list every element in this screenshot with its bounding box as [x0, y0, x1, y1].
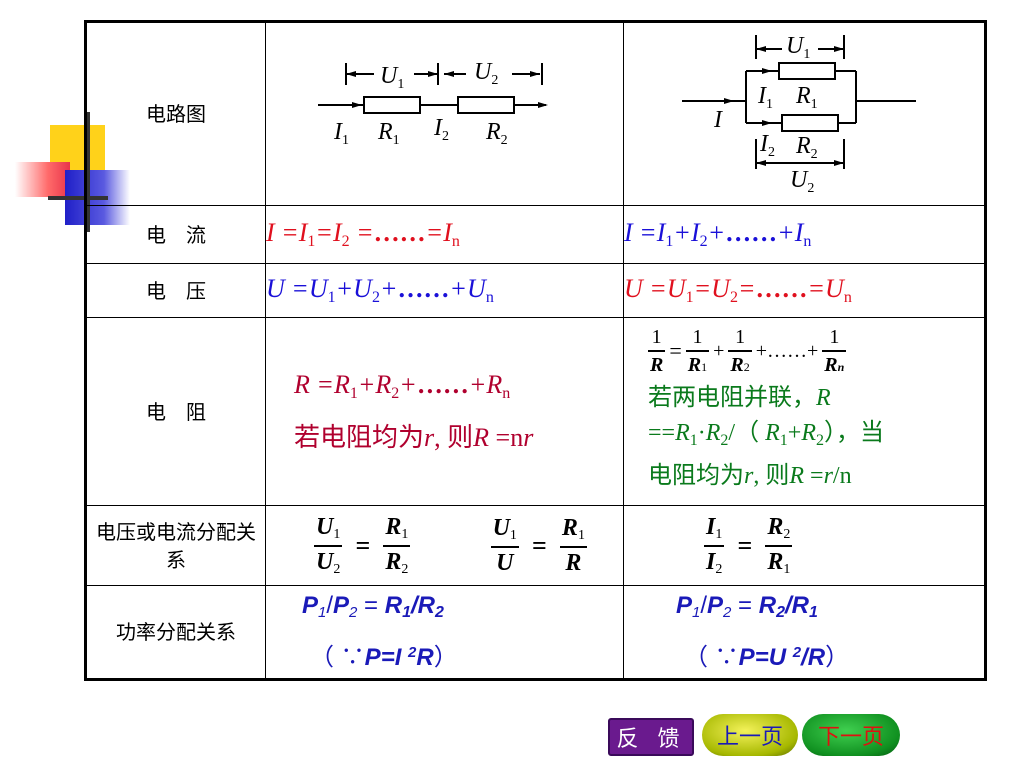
series-power-reason: （ ∵P=I 2R）	[310, 644, 458, 671]
decor-red-bar	[15, 162, 70, 197]
series-label-i2: I2	[433, 115, 449, 144]
series-circuit-cell: U1 U2 I1 R1 I2 R2	[265, 21, 624, 206]
label-circuit: 电路图	[85, 21, 266, 206]
parallel-power-formula: P1/P2 = R2/R1	[676, 592, 818, 621]
series-label-r2: R2	[485, 119, 508, 148]
parallel-power-cell: P1/P2 = R2/R1 （ ∵P=U 2/R）	[623, 585, 986, 680]
label-power: 功率分配关系	[85, 585, 266, 680]
parallel-resistance-note: 若两电阻并联，R ==R1·R2/（ R1+R2），当 电阻均为r, 则R =r…	[648, 383, 884, 489]
parallel-label-u2: U2	[790, 167, 814, 196]
comparison-table: 电路图 U1 U2	[84, 20, 987, 681]
parallel-circuit-cell: U1 I1 R1 I I2 R2 U2	[623, 21, 986, 206]
label-resistance: 电 阻	[85, 317, 266, 506]
parallel-label-r2: R2	[795, 133, 818, 162]
decor-horizontal-line	[48, 196, 108, 200]
parallel-circuit-diagram: U1 I1 R1 I I2 R2 U2	[682, 33, 916, 196]
prev-page-button[interactable]: 上一页	[702, 714, 798, 756]
series-current-formula: I =I1=I2 =……=In	[265, 205, 624, 264]
parallel-label-r1: R1	[795, 83, 818, 112]
parallel-current-formula: I =I1+I2+……+In	[623, 205, 986, 264]
parallel-voltage-formula: U =U1=U2=……=Un	[623, 263, 986, 318]
feedback-button[interactable]: 反 馈	[608, 718, 694, 756]
row-current: 电 流 I =I1=I2 =……=In I =I1+I2+……+In	[85, 205, 986, 264]
series-resistance-cell: R =R1+R2+……+Rn 若电阻均为r, 则R =nr	[265, 317, 624, 506]
series-label-r1: R1	[377, 119, 400, 148]
parallel-label-i2: I2	[759, 131, 775, 160]
label-distribution: 电压或电流分配关系	[85, 505, 266, 586]
series-label-u2: U2	[474, 59, 498, 88]
parallel-label-i1: I1	[757, 83, 773, 112]
series-voltage-formula: U =U1+U2+……+Un	[265, 263, 624, 318]
series-label-i1: I1	[333, 119, 349, 148]
label-voltage: 电 压	[85, 263, 266, 318]
series-circuit-diagram: U1 U2 I1 R1 I2 R2	[318, 59, 548, 148]
parallel-label-i: I	[713, 107, 723, 133]
row-voltage: 电 压 U =U1+U2+……+Un U =U1=U2=……=Un	[85, 263, 986, 318]
row-power: 功率分配关系 P1/P2 = R1/R2 （ ∵P=I 2R） P1/P2 = …	[85, 585, 986, 680]
row-circuit: 电路图 U1 U2	[85, 21, 986, 206]
series-power-formula: P1/P2 = R1/R2	[302, 592, 444, 621]
next-page-button[interactable]: 下一页	[802, 714, 900, 756]
series-resistance-note: 若电阻均为r, 则R =nr	[294, 423, 534, 453]
series-resistance-formula: R =R1+R2+……+Rn	[294, 370, 511, 402]
parallel-label-u1: U1	[786, 33, 810, 62]
label-current: 电 流	[85, 205, 266, 264]
parallel-power-reason: （ ∵P=U 2/R）	[684, 644, 850, 671]
series-power-cell: P1/P2 = R1/R2 （ ∵P=I 2R）	[265, 585, 624, 680]
series-label-u1: U1	[380, 63, 404, 92]
